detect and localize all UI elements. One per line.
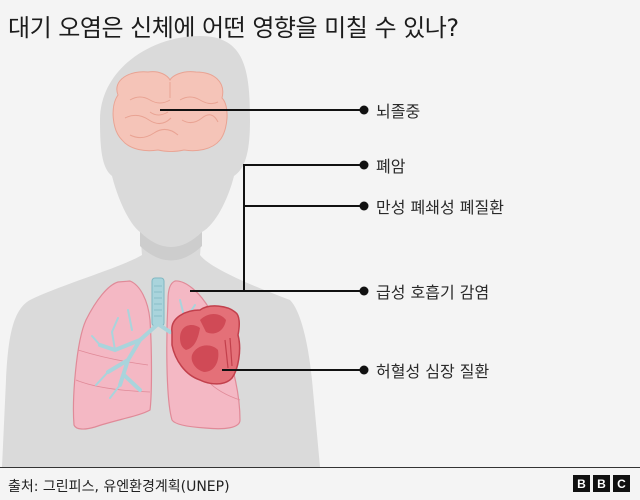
source-text: 출처: 그린피스, 유엔환경계획(UNEP) bbox=[8, 479, 230, 495]
label-stroke: 뇌졸중 bbox=[376, 102, 421, 121]
label-copd: 만성 폐쇄성 폐질환 bbox=[376, 198, 504, 217]
connector-lines bbox=[160, 109, 364, 371]
bbc-logo-letter: B bbox=[573, 475, 590, 492]
bbc-logo: B B C bbox=[573, 475, 630, 492]
label-acute-respiratory-infection: 급성 호흡기 감염 bbox=[376, 283, 490, 302]
footer: 출처: 그린피스, 유엔환경계획(UNEP) B B C bbox=[0, 467, 640, 500]
lungs-illustration bbox=[72, 277, 241, 430]
bbc-logo-letter: B bbox=[593, 475, 610, 492]
label-lung-cancer: 폐암 bbox=[376, 157, 406, 176]
heart-illustration bbox=[171, 305, 241, 385]
brain-illustration bbox=[112, 71, 228, 152]
page-title: 대기 오염은 신체에 어떤 영향을 미칠 수 있나? bbox=[8, 14, 459, 42]
bbc-logo-letter: C bbox=[613, 475, 630, 492]
connector-dots bbox=[359, 105, 369, 375]
label-ischemic-heart-disease: 허혈성 심장 질환 bbox=[376, 362, 490, 381]
